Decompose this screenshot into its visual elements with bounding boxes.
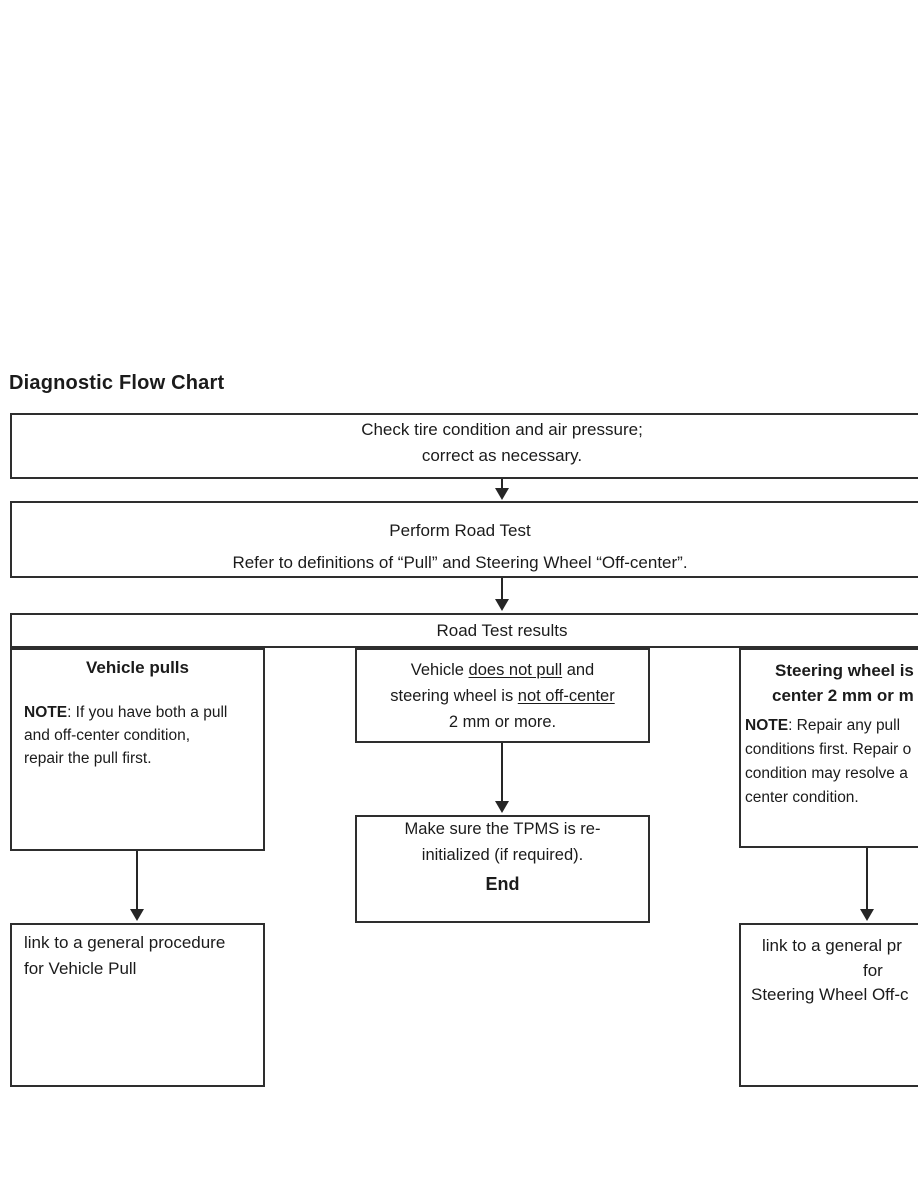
branch-no-pull-box	[355, 648, 650, 743]
arrow-check-to-roadtest	[495, 479, 509, 500]
no-pull-line1-post: and	[562, 661, 595, 679]
no-pull-line2: steering wheel is not off-center	[355, 683, 650, 709]
branch-vehicle-pulls-box	[10, 648, 265, 851]
no-pull-line1: Vehicle does not pull and	[355, 657, 650, 683]
link-vehicle-pull-line2[interactable]: for Vehicle Pull	[24, 959, 137, 978]
no-pull-line1-underlined: does not pull	[468, 661, 563, 679]
branch-off-center-box	[739, 648, 918, 848]
off-center-note-line1: NOTE: Repair any pull	[745, 714, 911, 738]
vehicle-pulls-heading: Vehicle pulls	[86, 658, 189, 677]
note-label: NOTE	[745, 717, 789, 734]
no-pull-line2-underlined: not off-center	[517, 687, 615, 705]
step-check-tires-text: Check tire condition and air pressure; c…	[10, 417, 918, 469]
tpms-line2: initialized (if required).	[421, 846, 584, 864]
step-road-test-line1: Perform Road Test	[389, 521, 531, 540]
vehicle-pulls-note: NOTE: If you have both a pull and off-ce…	[24, 701, 258, 770]
no-pull-text: Vehicle does not pull and steering wheel…	[355, 657, 650, 735]
step-check-tires-box	[10, 413, 918, 479]
vehicle-pulls-note-line1: NOTE: If you have both a pull	[24, 701, 258, 724]
note-rest: : If you have both a pull	[67, 704, 228, 721]
vehicle-pulls-note-line3: repair the pull first.	[24, 750, 152, 767]
step-road-test-box	[10, 501, 918, 578]
tpms-text: Make sure the TPMS is re- initialized (i…	[355, 816, 650, 868]
no-pull-line3: 2 mm or more.	[448, 713, 557, 731]
note-rest: : Repair any pull	[788, 717, 901, 734]
step-road-test-line2: Refer to definitions of “Pull” and Steer…	[232, 553, 688, 572]
note-label: NOTE	[24, 704, 68, 721]
link-vehicle-pull-box[interactable]	[10, 923, 265, 1087]
link-off-center-box[interactable]	[739, 923, 918, 1087]
link-off-center-line3[interactable]: Steering Wheel Off-c	[751, 985, 909, 1004]
link-off-center-line1[interactable]: link to a general pr	[762, 936, 902, 955]
step-check-tires-line2: correct as necessary.	[421, 446, 583, 465]
no-pull-line2-pre: steering wheel is	[390, 687, 518, 705]
no-pull-line1-pre: Vehicle	[410, 661, 469, 679]
arrow-roadtest-to-results	[495, 578, 509, 611]
end-label: End	[485, 874, 520, 894]
off-center-note-line4: center condition.	[745, 789, 859, 806]
off-center-heading-line1: Steering wheel is	[775, 661, 914, 680]
tpms-line1: Make sure the TPMS is re-	[404, 820, 601, 838]
vehicle-pulls-note-line2: and off-center condition,	[24, 727, 191, 744]
link-off-center-line2[interactable]: for	[863, 961, 883, 980]
off-center-note: NOTE: Repair any pull conditions first. …	[745, 714, 911, 810]
page-title: Diagnostic Flow Chart	[9, 372, 225, 394]
step-road-test-text: Perform Road Test Refer to definitions o…	[10, 515, 910, 579]
arrow-offcenter-to-link	[860, 848, 874, 921]
off-center-note-line3: condition may resolve a	[745, 765, 908, 782]
arrow-pulls-to-link	[130, 851, 144, 921]
link-vehicle-pull-text[interactable]: link to a general procedure for Vehicle …	[24, 930, 264, 982]
road-test-results-header-box	[10, 613, 918, 648]
step-check-tires-line1: Check tire condition and air pressure;	[361, 420, 643, 439]
off-center-note-line2: conditions first. Repair o	[745, 741, 912, 758]
road-test-results-header-text: Road Test results	[436, 621, 568, 640]
arrow-nopull-to-tpms	[495, 743, 509, 813]
tpms-end-box	[355, 815, 650, 923]
link-vehicle-pull-line1[interactable]: link to a general procedure	[24, 933, 226, 952]
off-center-heading-line2: center 2 mm or m	[772, 686, 914, 705]
